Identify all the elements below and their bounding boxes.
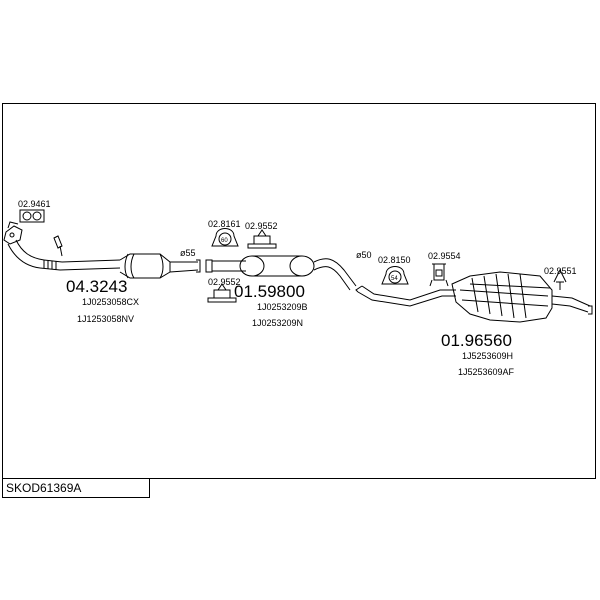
section-3-part-number: 01.96560 xyxy=(441,331,512,350)
accessory-label: 02.8150 xyxy=(378,255,411,265)
section-3-oe-2: 1J5253609AF xyxy=(458,367,515,377)
accessory-label: 02.9551 xyxy=(544,266,577,276)
rubber-mount-icon xyxy=(247,229,277,249)
clamp-size-label: 54 xyxy=(391,276,398,282)
rear-silencer xyxy=(355,271,593,323)
clamp-60-icon xyxy=(211,228,239,247)
section-2-oe-1: 1J0253209B xyxy=(257,302,308,312)
section-2-oe-2: 1J0253209N xyxy=(252,318,303,328)
section-1-oe-2: 1J1253058NV xyxy=(77,314,134,324)
accessory-label: 02.9554 xyxy=(428,251,461,261)
section-1-oe-1: 1J0253058CX xyxy=(82,297,139,307)
accessory-label: 02.9461 xyxy=(18,199,51,209)
diagram-frame xyxy=(2,103,596,479)
gasket-icon xyxy=(19,209,45,223)
front-pipe-with-catalyst xyxy=(3,221,201,279)
diameter-label: ø50 xyxy=(356,250,372,260)
diameter-label: ø55 xyxy=(180,248,196,258)
section-3-oe-1: 1J5253609H xyxy=(462,351,513,361)
section-2-part-number: 01.59800 xyxy=(234,282,305,301)
clamp-54-icon xyxy=(381,266,409,285)
accessory-label: 02.9552 xyxy=(208,277,241,287)
hanger-icon xyxy=(429,263,449,287)
accessory-label: 02.8161 xyxy=(208,219,241,229)
clamp-size-label: 60 xyxy=(221,238,228,244)
middle-silencer xyxy=(205,255,357,291)
hanger-rear-icon xyxy=(553,268,567,290)
accessory-label: 02.9552 xyxy=(245,221,278,231)
diagram-code: SKOD61369A xyxy=(2,478,150,498)
section-1-part-number: 04.3243 xyxy=(66,277,127,296)
rubber-mount-lower-icon xyxy=(207,283,237,303)
